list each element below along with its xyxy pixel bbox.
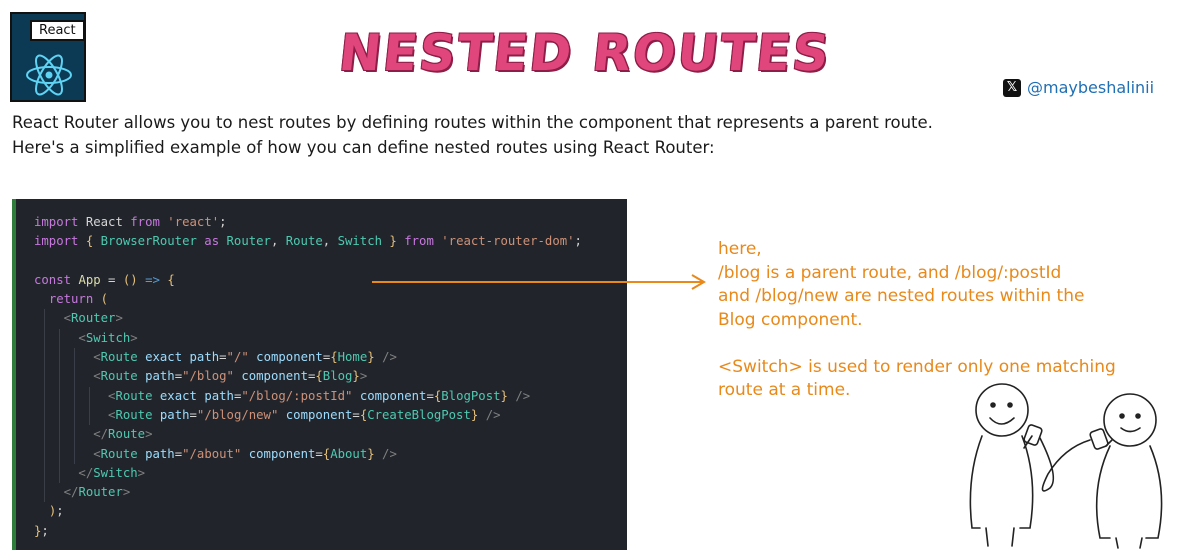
code-line: </Route> xyxy=(34,425,627,445)
code-line: <Switch> xyxy=(34,328,627,349)
author-handle[interactable]: 𝕏 @maybeshalinii xyxy=(1003,78,1154,97)
code-line xyxy=(34,252,627,271)
code-line: import { BrowserRouter as Router, Route,… xyxy=(34,234,582,249)
note-line: <Switch> is used to render only one matc… xyxy=(718,356,1116,377)
code-line: <Route exact path="/" component={Home} /… xyxy=(34,348,627,368)
code-line: const App = () => { xyxy=(34,272,175,287)
code-line: <Route path="/blog/new" component={Creat… xyxy=(34,405,627,426)
code-line: }; xyxy=(34,523,49,538)
note-line: /blog is a parent route, and /blog/:post… xyxy=(718,262,1062,283)
code-line: <Router> xyxy=(34,309,627,329)
x-logo-icon: 𝕏 xyxy=(1003,78,1021,97)
code-line: <Route path="/about" component={About} /… xyxy=(34,444,627,464)
intro-line: React Router allows you to nest routes b… xyxy=(12,113,933,132)
code-line: ); xyxy=(48,504,64,519)
arrow-icon xyxy=(372,274,706,290)
note-line: here, xyxy=(718,239,762,259)
code-line: <Route exact path="/blog/:postId" compon… xyxy=(34,386,627,406)
intro-line: Here's a simplified example of how you c… xyxy=(12,138,715,157)
note-line: route at a time. xyxy=(718,380,851,400)
code-line: <Route path="/blog" component={Blog}> xyxy=(34,367,627,387)
code-line: </Router> xyxy=(34,483,627,503)
code-line: </Switch> xyxy=(34,463,627,484)
code-line: import React from 'react'; xyxy=(34,215,227,229)
explanation-note: here, /blog is a parent route, and /blog/… xyxy=(718,238,1188,403)
intro-text: React Router allows you to nest routes b… xyxy=(12,110,1197,160)
phone-call-doodle-icon xyxy=(969,383,1163,549)
code-block: import React from 'react'; import { Brows… xyxy=(12,199,627,550)
note-line: Blog component. xyxy=(718,309,863,330)
react-atom-icon xyxy=(26,54,72,96)
react-logo: React xyxy=(10,12,86,102)
note-spacer xyxy=(718,332,1188,356)
page-title: NESTED ROUTES xyxy=(336,24,834,82)
note-line: and /blog/new are nested routes within t… xyxy=(718,286,1085,306)
logo-label: React xyxy=(30,20,85,41)
handle-text: @maybeshalinii xyxy=(1027,78,1155,97)
code-line: return ( xyxy=(48,292,109,307)
